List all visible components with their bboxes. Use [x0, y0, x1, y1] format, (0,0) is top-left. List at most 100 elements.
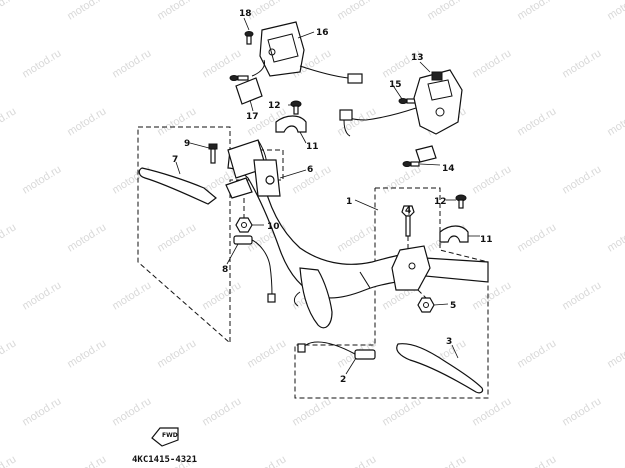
watermark-text: motod.ru [0, 453, 18, 468]
watermark-text: motod.ru [515, 105, 558, 138]
switch-screw-14 [402, 161, 420, 167]
right-switch-assembly [339, 69, 463, 137]
watermark-text: motod.ru [0, 221, 18, 254]
clutch-lever [138, 167, 217, 205]
watermark-text: motod.ru [380, 395, 423, 428]
callout-9: 9 [184, 139, 190, 149]
brake-lever [396, 343, 484, 394]
brake-switch [297, 341, 376, 360]
watermark-text: motod.ru [560, 279, 603, 312]
watermark-text: motod.ru [155, 337, 198, 370]
watermark-text: motod.ru [65, 105, 108, 138]
nut [417, 297, 435, 313]
callout-12-left: 12 [268, 101, 281, 111]
holder-bolt-right [455, 194, 467, 209]
switch-screw-15 [398, 98, 418, 104]
clutch-nut [235, 217, 253, 233]
watermark-text: motod.ru [335, 453, 378, 468]
diagram-code: 4KC1415-4321 [132, 455, 197, 465]
switch-screw-18 [244, 31, 254, 45]
watermark-text: motod.ru [65, 337, 108, 370]
callout-5: 5 [450, 301, 456, 311]
brake-lever-holder [391, 245, 431, 291]
callout-18: 18 [239, 9, 252, 19]
watermark-text: motod.ru [245, 453, 288, 468]
callout-1: 1 [346, 197, 352, 207]
watermark-text: motod.ru [0, 337, 18, 370]
left-group-outline [137, 126, 284, 345]
clutch-switch [233, 235, 276, 303]
watermark-text: motod.ru [605, 453, 625, 468]
watermark-text: motod.ru [65, 453, 108, 468]
callout-8: 8 [222, 265, 228, 275]
callout-11-left: 11 [306, 142, 319, 152]
watermark-text: motod.ru [605, 0, 625, 23]
callout-17: 17 [246, 112, 259, 122]
callout-6: 6 [307, 165, 313, 175]
watermark-text: motod.ru [470, 47, 513, 80]
right-group-outline [294, 187, 489, 399]
watermark-text: motod.ru [605, 337, 625, 370]
watermark-text: motod.ru [65, 0, 108, 23]
watermark-text: motod.ru [380, 163, 423, 196]
watermark-text: motod.ru [155, 221, 198, 254]
upper-handlebar-holder-right [439, 225, 469, 243]
left-switch-assembly [259, 21, 363, 84]
watermark-text: motod.ru [200, 395, 243, 428]
callout-numbers: 1 2 3 4 5 6 7 8 9 10 11 11 12 12 13 14 1… [172, 9, 493, 385]
forward-arrow-icon: FWD [151, 427, 179, 447]
watermark-text: motod.ru [0, 105, 18, 138]
watermark-text: motod.ru [560, 47, 603, 80]
watermark-text: motod.ru [20, 279, 63, 312]
watermark-text: motod.ru [560, 163, 603, 196]
watermark-text: motod.ru [155, 105, 198, 138]
watermark-text: motod.ru [335, 0, 378, 23]
watermark-text: motod.ru [110, 163, 153, 196]
watermark-text: motod.ru [20, 395, 63, 428]
callout-16: 16 [316, 28, 329, 38]
watermark-text: motod.ru [20, 47, 63, 80]
watermark-text: motod.ru [110, 279, 153, 312]
watermark-text: motod.ru [200, 279, 243, 312]
watermark-text: motod.ru [110, 395, 153, 428]
watermark-text: motod.ru [605, 105, 625, 138]
watermark-text: motod.ru [335, 221, 378, 254]
watermark-text: motod.ru [0, 0, 18, 23]
watermark-text: motod.ru [470, 395, 513, 428]
holder-bolt-left [290, 100, 302, 115]
callout-2: 2 [340, 375, 346, 385]
callout-14: 14 [442, 164, 455, 174]
callout-7: 7 [172, 155, 178, 165]
watermark-text: motod.ru [470, 279, 513, 312]
watermark-text: motod.ru [155, 0, 198, 23]
watermark-text: motod.ru [110, 47, 153, 80]
callout-4: 4 [405, 206, 411, 216]
callout-12-right: 12 [434, 197, 447, 207]
watermark-text: motod.ru [425, 0, 468, 23]
watermark-text: motod.ru [515, 221, 558, 254]
watermark-text: motod.ru [515, 0, 558, 23]
switch-screw-17a [229, 75, 249, 81]
callout-10: 10 [267, 222, 280, 232]
watermark-text: motod.ru [20, 163, 63, 196]
clutch-lever-bolt [208, 143, 218, 164]
upper-handlebar-holder-left [275, 115, 307, 133]
watermark-text: motod.ru [605, 221, 625, 254]
watermark-text: motod.ru [425, 453, 468, 468]
callout-3: 3 [446, 337, 452, 347]
watermark-text: motod.ru [65, 221, 108, 254]
watermark-text: motod.ru [470, 163, 513, 196]
leader-lines [175, 17, 480, 375]
watermark-text: motod.ru [245, 0, 288, 23]
watermark-text: motod.ru [560, 395, 603, 428]
screw-14-plate [415, 145, 437, 163]
watermark-text: motod.ru [515, 453, 558, 468]
lever-holder [225, 159, 281, 199]
watermark-text: motod.ru [290, 395, 333, 428]
callout-15: 15 [389, 80, 402, 90]
callout-11-right: 11 [480, 235, 493, 245]
callout-13: 13 [411, 53, 424, 63]
watermark-text: motod.ru [515, 337, 558, 370]
switch-cover-plate [235, 59, 265, 105]
